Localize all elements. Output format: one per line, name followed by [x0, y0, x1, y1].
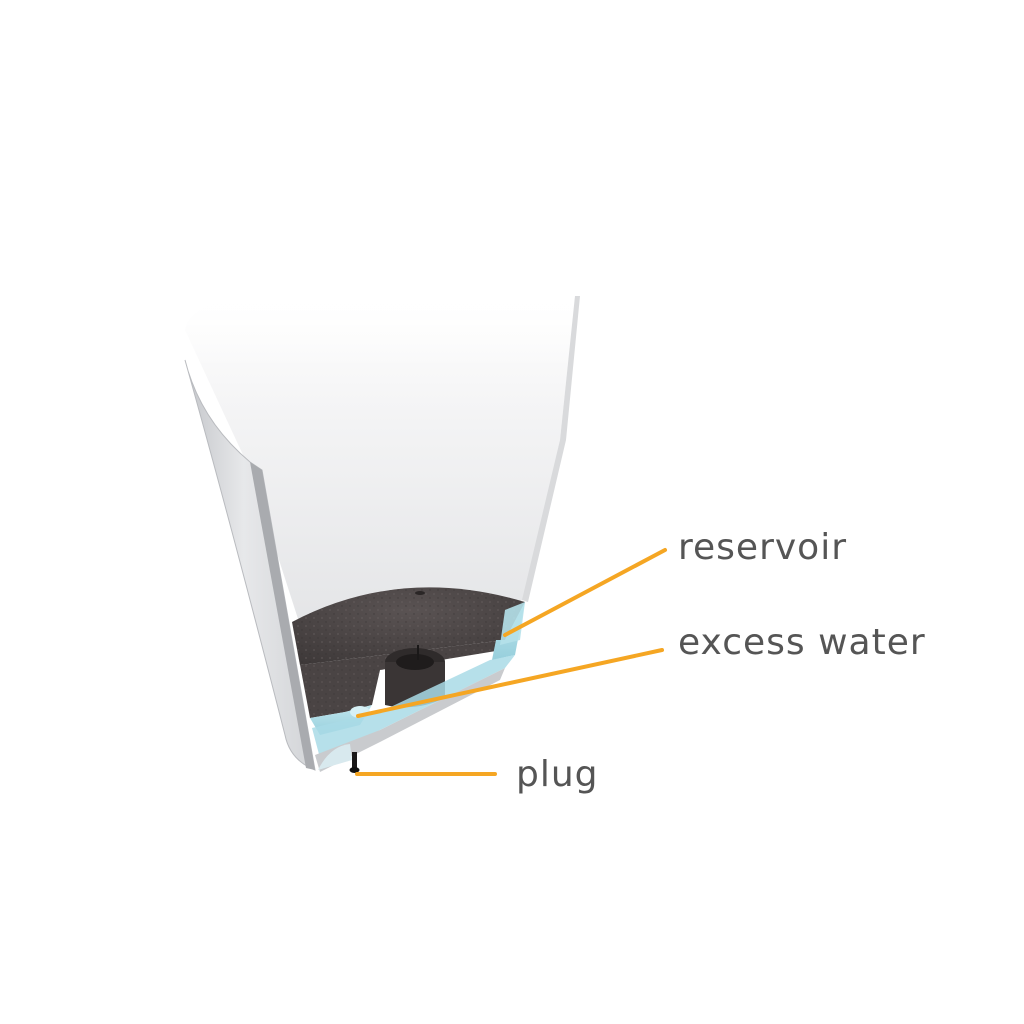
pot-top-fade: [170, 280, 590, 370]
plug-head: [349, 767, 360, 773]
pot-outer-shell: [184, 359, 316, 771]
plug: [349, 752, 360, 773]
bottom-water-layer: [312, 655, 515, 758]
pot-inner-wall: [185, 296, 575, 625]
pot-right-edge: [522, 296, 580, 602]
reservoir-callout-line: [503, 548, 667, 637]
pot-wall-cut-edge: [250, 462, 315, 770]
excess-water-label: excess water: [678, 622, 926, 663]
plug-stem: [352, 752, 357, 768]
reservoir-label: reservoir: [678, 527, 847, 568]
reservoir-water: [492, 602, 525, 660]
excess-water-callout-line: [356, 648, 664, 718]
pot-cutaway-section: [292, 587, 525, 772]
pot-body: [170, 280, 590, 771]
plug-label: plug: [516, 754, 599, 795]
